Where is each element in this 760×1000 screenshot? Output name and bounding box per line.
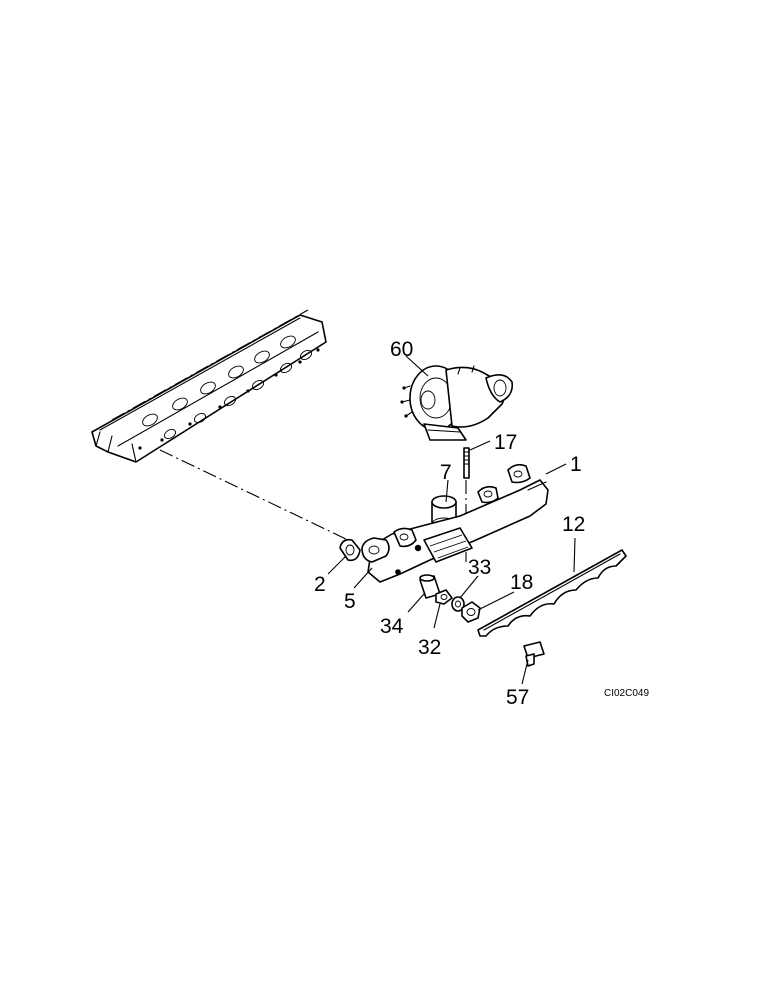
drawing-code: CI02C049 (604, 688, 649, 699)
callout-57: 57 (506, 686, 529, 709)
cylinder-head (91, 309, 327, 463)
washer (451, 596, 465, 612)
callout-5: 5 (344, 590, 356, 613)
bolt (523, 641, 545, 667)
stud (463, 447, 470, 562)
leader-lines (327, 355, 576, 685)
callout-12: 12 (562, 513, 585, 536)
turbocharger (400, 365, 514, 441)
callout-2: 2 (314, 573, 326, 596)
callout-1: 1 (570, 453, 582, 476)
nut-18 (461, 601, 481, 623)
callout-34: 34 (380, 615, 404, 638)
gasket (339, 538, 361, 562)
sleeve (431, 495, 457, 531)
alignment-line (159, 449, 349, 541)
exhaust-manifold (361, 463, 549, 583)
callout-17: 17 (494, 431, 517, 454)
heat-shield (477, 549, 627, 637)
callout-7: 7 (440, 461, 452, 484)
callout-60: 60 (390, 338, 413, 361)
callout-33: 33 (468, 556, 491, 579)
callout-18: 18 (510, 571, 533, 594)
nut-32 (435, 589, 453, 605)
callout-32: 32 (418, 636, 441, 659)
